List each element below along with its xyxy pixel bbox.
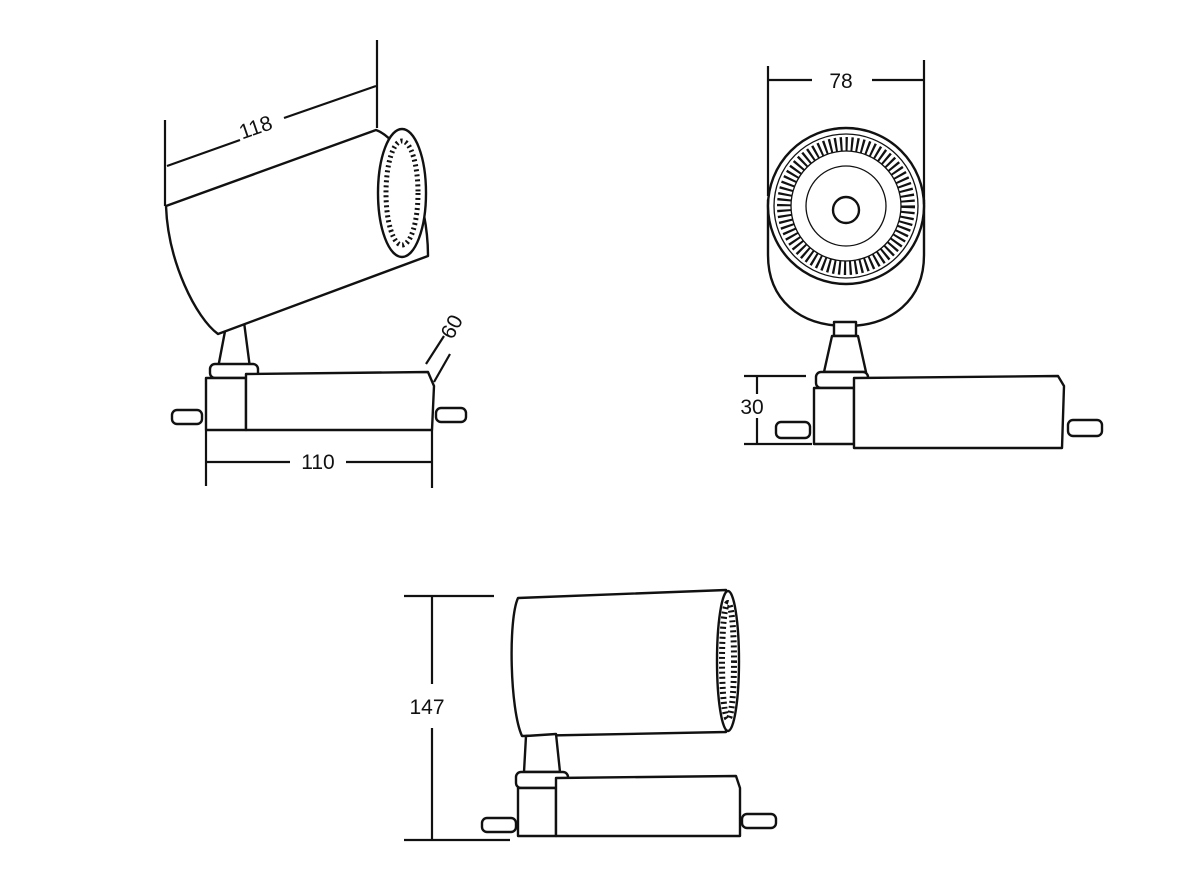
tilted-view-housing: [244, 370, 436, 432]
front-view: 78 30: [740, 60, 1104, 450]
side-view-stem: [522, 732, 562, 774]
side-view-lens-fins: [719, 600, 737, 722]
tilted-view-knob-left: [170, 408, 204, 426]
side-view-housing: [554, 774, 742, 838]
side-view: 147: [404, 588, 778, 842]
dim-118-line-b: [283, 84, 377, 120]
front-view-knob-left: [774, 420, 812, 440]
front-view-knob-right: [1066, 418, 1104, 438]
front-view-inner-ring: [773, 133, 919, 279]
dim-label-60: 60: [437, 311, 468, 342]
front-view-housing: [852, 374, 1066, 450]
tilted-side-view: 118 110 60: [163, 40, 468, 488]
tilted-view-lens-fins: [383, 138, 421, 248]
front-view-reflector-inner: [805, 165, 887, 247]
front-view-reflector-ring: [790, 150, 902, 262]
front-view-stem: [822, 334, 868, 374]
side-view-adapter: [516, 786, 558, 838]
dim-label-118: 118: [236, 112, 275, 145]
dim-label-110: 110: [301, 451, 334, 474]
front-view-stem-top: [832, 320, 858, 338]
front-view-fin-ring: [777, 137, 915, 275]
front-view-led: [831, 195, 861, 225]
dim-label-30: 30: [740, 396, 763, 419]
dim-label-147: 147: [409, 696, 444, 719]
front-view-adapter: [812, 386, 856, 446]
side-view-knob-right: [740, 812, 778, 830]
tilted-view-adapter: [204, 376, 248, 432]
side-view-lamp-body: [510, 588, 728, 738]
tilted-view-knob-right: [434, 406, 468, 424]
dim-label-78: 78: [829, 70, 852, 93]
dim-118-line-a: [166, 138, 241, 168]
dim-60-leader-b: [433, 353, 451, 383]
side-view-knob-left: [480, 816, 518, 834]
dim-60-leader-a: [425, 335, 445, 365]
